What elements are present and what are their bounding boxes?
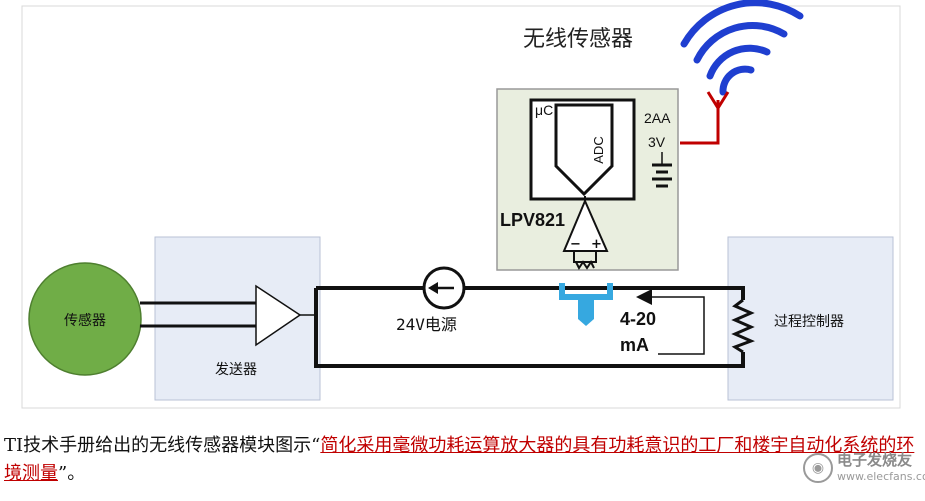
antenna-icon (680, 91, 730, 145)
battery-label-bottom: 3V (648, 134, 666, 150)
op-amp-icon (562, 198, 609, 252)
uc-label: μC (535, 102, 553, 118)
sensor-circle (28, 262, 142, 376)
adc-block (554, 103, 614, 197)
sensor-signal-lines (140, 301, 256, 328)
sense-resistor-icon (573, 251, 597, 270)
watermark-name: 电子发烧友 (837, 451, 913, 469)
current-label-top: 4-20 (620, 309, 656, 329)
caption-prefix: TI技术手册给出的无线传感器模块图示“ (4, 435, 321, 456)
op-amp-minus: − (570, 237, 581, 252)
watermark: ◉ 电子发烧友 www.elecfans.com (803, 447, 925, 489)
op-amp-plus: + (591, 237, 602, 252)
transmitter-amplifier-icon (255, 284, 302, 347)
caption-highlight-link[interactable]: 简化采用毫微功耗运算放大器的具有功耗意识的工厂和楼宇自动化系统的环境测量 (4, 435, 915, 484)
watermark-logo-icon: ◉ (803, 453, 833, 483)
wireless-sensor-diagram: 无线传感器 传感器 发送器 过程控制器 24V电源 4-20 mA (21, 0, 901, 409)
sensor-label: 传感器 (64, 312, 106, 329)
battery-label-top: 2AA (644, 110, 671, 126)
adc-label: ADC (591, 136, 606, 163)
watermark-url: www.elecfans.com (837, 470, 925, 483)
caption-suffix: ”。 (58, 463, 86, 484)
figure-caption: TI技术手册给出的无线传感器模块图示“简化采用毫微功耗运算放大器的具有功耗意识的… (4, 432, 919, 488)
power-label: 24V电源 (396, 315, 457, 334)
current-arrowhead-icon (636, 289, 652, 305)
power-source-arrowhead (428, 282, 438, 294)
chip-label: LPV821 (500, 210, 565, 230)
battery-icon (652, 152, 672, 188)
controller-box (727, 236, 894, 401)
current-probe-icon (559, 283, 613, 326)
transmitter-label: 发送器 (215, 362, 257, 378)
diagram-title: 无线传感器 (523, 26, 633, 51)
load-resistor-icon (731, 298, 755, 354)
wireless-signal-icon (680, 0, 804, 96)
current-direction-arrow (646, 296, 705, 355)
controller-label: 过程控制器 (774, 314, 844, 330)
current-label-bottom: mA (620, 335, 649, 355)
current-loop (314, 286, 745, 368)
